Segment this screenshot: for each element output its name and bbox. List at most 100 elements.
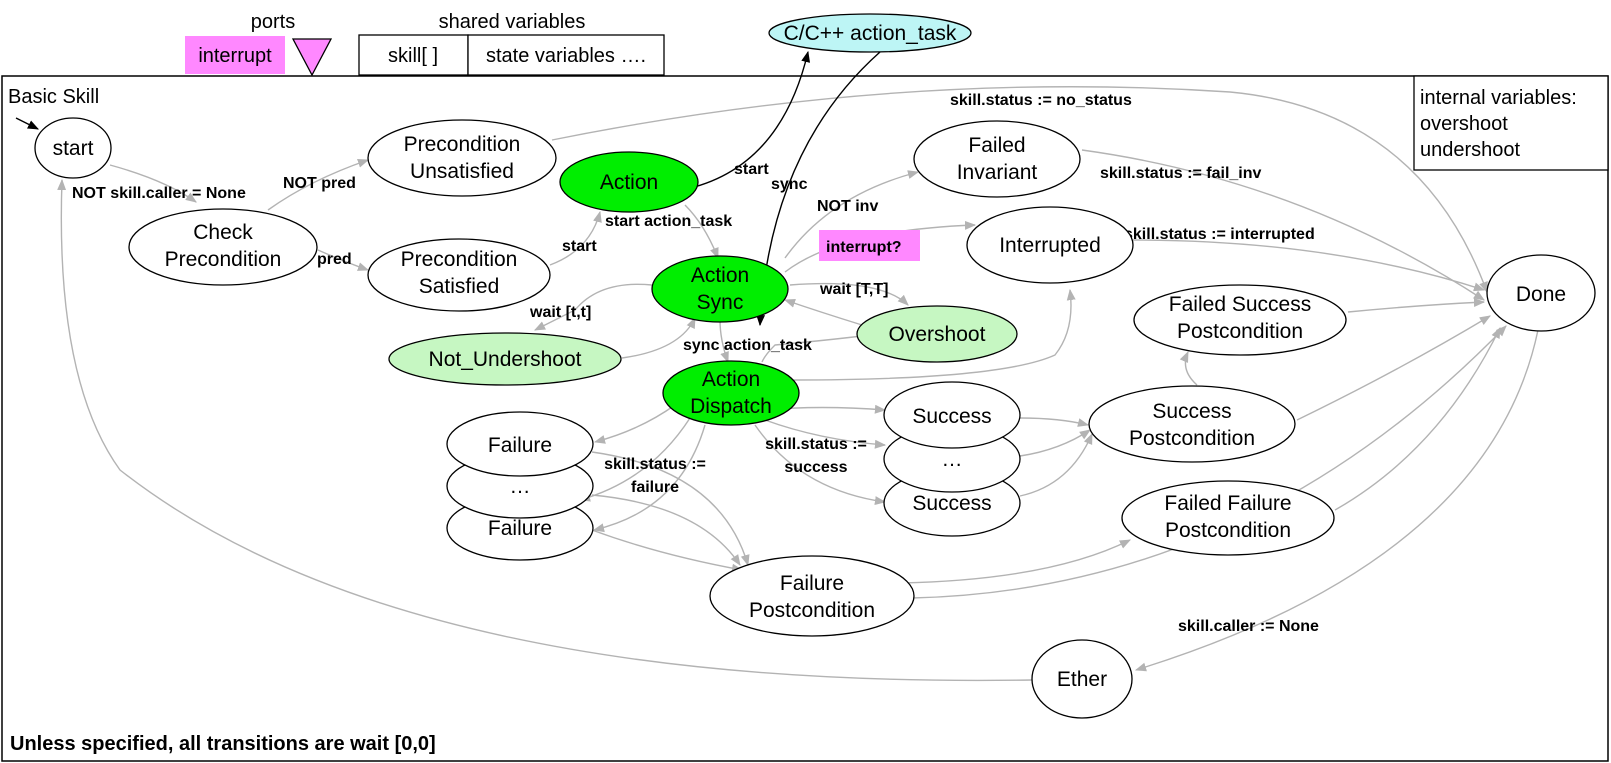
svg-text:Postcondition: Postcondition <box>749 599 875 622</box>
edge-failedsuccess-done <box>1347 297 1486 313</box>
edge-notundershoot-sync <box>621 316 696 359</box>
edge-labels: skill.status := no_status NOT skill.call… <box>72 92 1319 635</box>
action-task-label: C/C++ action_task <box>784 22 957 45</box>
edge-failureb-post <box>591 529 744 573</box>
svg-text:Postcondition: Postcondition <box>1129 427 1255 450</box>
svg-text:Success: Success <box>1152 400 1231 423</box>
internal-variables-box <box>1413 75 1609 171</box>
svg-text:Precondition: Precondition <box>165 248 282 271</box>
node-failed-failure-postcondition: Failed Failure Postcondition <box>1121 480 1335 556</box>
edge-successdots-post <box>1019 429 1091 457</box>
nodes: start Check Precondition Precondition Un… <box>34 117 1596 719</box>
svg-text:Overshoot: Overshoot <box>889 323 986 346</box>
entry-arrow <box>15 117 40 130</box>
label-wait-upper: wait [T,T] <box>819 281 888 298</box>
svg-text:…: … <box>942 448 963 471</box>
internal-variables-line3: undershoot <box>1420 139 1521 161</box>
edge-sync-dispatch <box>719 319 729 364</box>
edge-overshoot-sync <box>783 299 863 326</box>
label-status-failure-1: skill.status := <box>604 456 706 473</box>
node-start: start <box>34 117 112 179</box>
action-task-node <box>768 13 972 53</box>
svg-text:Precondition: Precondition <box>404 133 521 156</box>
svg-text:Check: Check <box>193 221 253 244</box>
edge-successpost-failedsuccess <box>1179 350 1198 386</box>
edges <box>15 50 1539 682</box>
edge-dispatch-failure-a <box>593 404 676 444</box>
label-not-inv: NOT inv <box>817 198 878 215</box>
svg-text:Satisfied: Satisfied <box>419 275 500 298</box>
svg-text:Dispatch: Dispatch <box>690 395 772 418</box>
edge-check-sat <box>317 249 370 271</box>
node-interrupted: Interrupted <box>966 206 1134 284</box>
edge-successpost-done <box>1296 315 1491 421</box>
node-action-sync: Action Sync <box>651 255 789 323</box>
interrupt-port-label: interrupt <box>198 45 272 67</box>
label-sync-action-task: sync action_task <box>683 337 812 354</box>
svg-text:Failed: Failed <box>968 134 1025 157</box>
edge-dispatch-success-b <box>754 424 887 506</box>
interrupt-port-box <box>185 36 285 74</box>
footer-note: Unless specified, all transitions are wa… <box>10 733 436 755</box>
svg-text:Failure: Failure <box>488 434 552 457</box>
edge-interrupted-done <box>1131 239 1486 292</box>
svg-text:Action: Action <box>691 264 749 287</box>
edge-dispatch-interrupted <box>791 288 1076 381</box>
node-precondition-unsatisfied: Precondition Unsatisfied <box>367 119 557 197</box>
shared-skill-label: skill[ ] <box>388 45 438 67</box>
svg-text:Failed Failure: Failed Failure <box>1164 492 1291 515</box>
svg-text:Done: Done <box>1516 283 1566 306</box>
ports-title: ports <box>251 11 295 33</box>
label-not-pred: NOT pred <box>283 175 356 192</box>
edge-sync-failed-inv <box>784 170 920 259</box>
node-action-dispatch: Action Dispatch <box>662 360 800 426</box>
frame-title: Basic Skill <box>8 86 99 108</box>
shared-skill-box <box>358 34 469 76</box>
svg-text:Interrupted: Interrupted <box>999 234 1101 257</box>
shared-state-box <box>467 34 665 76</box>
edge-ether-start <box>57 178 1033 682</box>
edge-sync-notundershoot <box>533 283 653 331</box>
shared-variables-title: shared variables <box>439 11 586 33</box>
node-ether: Ether <box>1031 639 1133 719</box>
svg-text:Success: Success <box>912 492 991 515</box>
edge-dispatch-success-dots <box>764 419 887 449</box>
svg-text:Ether: Ether <box>1057 668 1107 691</box>
edge-failurepost-failedfailure <box>899 539 1132 584</box>
node-failure-a: Failure <box>446 411 594 477</box>
svg-text:Unsatisfied: Unsatisfied <box>410 160 514 183</box>
edge-sat-action <box>549 210 602 266</box>
node-precondition-satisfied: Precondition Satisfied <box>367 238 551 312</box>
edge-start-check <box>109 164 197 203</box>
edge-action-task <box>681 50 811 191</box>
edge-dispatch-failure-b <box>592 424 706 533</box>
internal-variables-line2: overshoot <box>1420 113 1508 135</box>
shared-state-label: state variables …. <box>486 45 646 67</box>
edge-failedinv-done <box>1081 149 1485 301</box>
label-fail-inv: skill.status := fail_inv <box>1100 165 1262 182</box>
svg-text:Action: Action <box>600 171 658 194</box>
svg-text:Sync: Sync <box>697 291 744 314</box>
label-start-a: start <box>562 238 597 255</box>
svg-text:Not_Undershoot: Not_Undershoot <box>429 348 582 371</box>
label-sync: sync <box>771 176 808 193</box>
svg-text:Postcondition: Postcondition <box>1165 519 1291 542</box>
edge-failuredots-post <box>591 494 741 566</box>
svg-text:…: … <box>510 475 531 498</box>
edge-unsat-done <box>551 86 1488 294</box>
label-start-action-task: start action_task <box>605 213 732 230</box>
node-failed-success-postcondition: Failed Success Postcondition <box>1133 284 1347 356</box>
node-overshoot: Overshoot <box>856 305 1018 363</box>
label-no-status: skill.status := no_status <box>950 92 1132 109</box>
svg-text:Action: Action <box>702 368 760 391</box>
label-status-success-2: success <box>784 459 847 476</box>
node-not-undershoot: Not_Undershoot <box>388 332 622 386</box>
node-action: Action <box>559 151 699 213</box>
edge-successa-post <box>1019 417 1090 427</box>
label-interrupted: skill.status := interrupted <box>1124 226 1315 243</box>
edge-sync-overshoot <box>789 282 909 306</box>
interrupt-port-triangle-icon <box>291 38 333 77</box>
node-failure-postcondition: Failure Postcondition <box>709 555 915 637</box>
label-caller-none: skill.caller := None <box>1178 618 1319 635</box>
